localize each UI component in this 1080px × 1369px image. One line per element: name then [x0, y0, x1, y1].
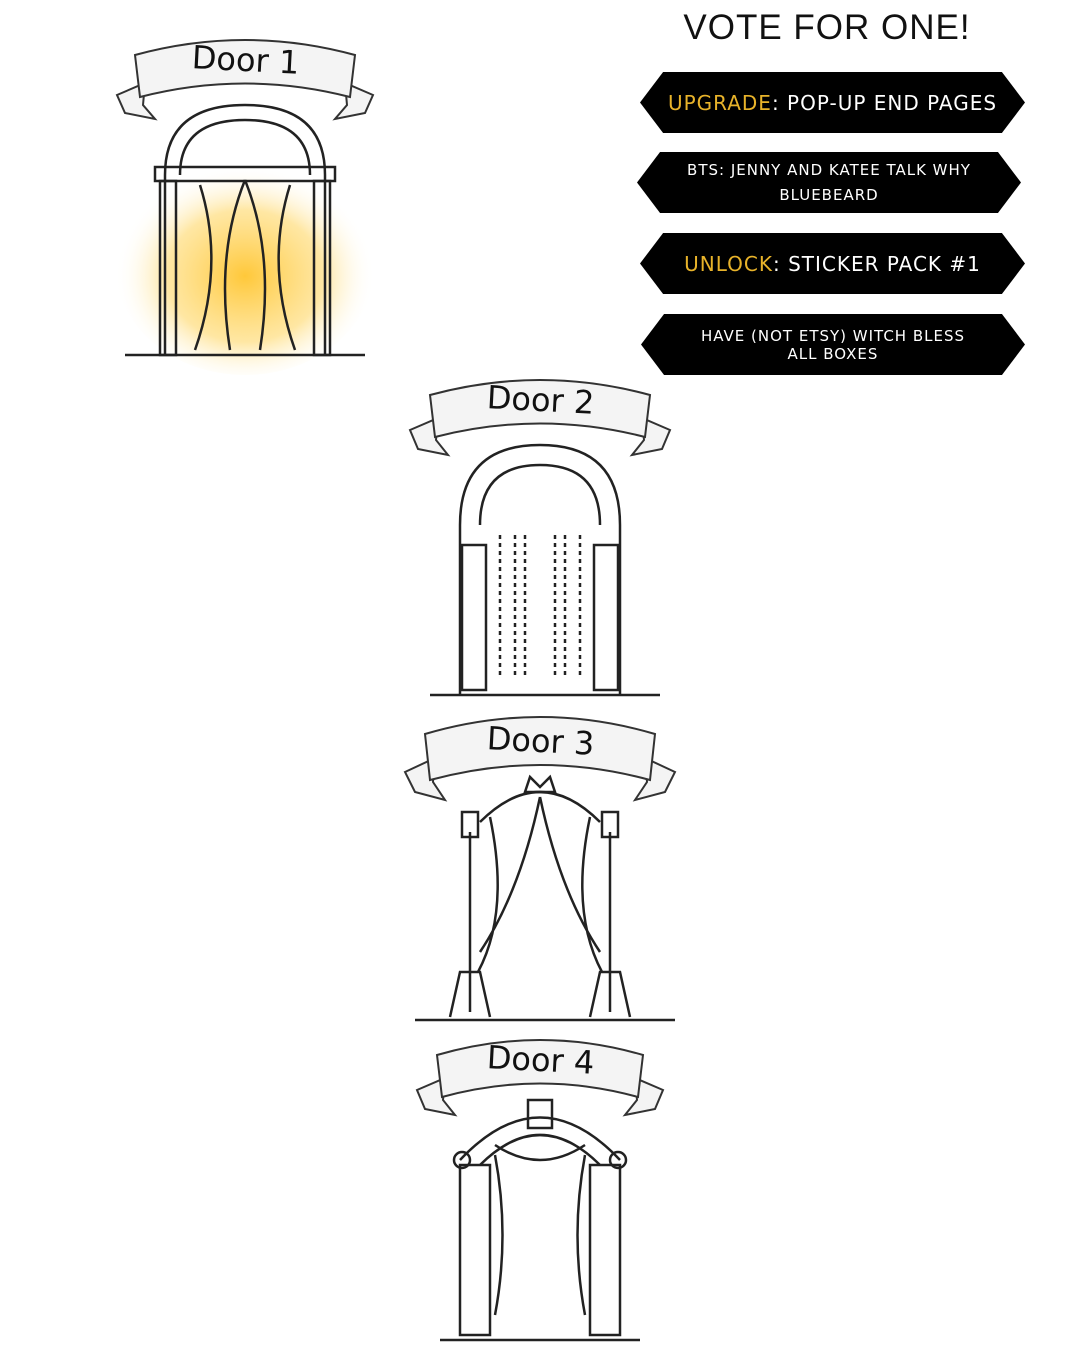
door-4[interactable]: Door 4	[400, 1035, 680, 1365]
arch-icon	[125, 103, 365, 357]
door-label: Door 3	[486, 719, 595, 763]
arch-icon	[430, 443, 660, 697]
option-line1: HAVE (NOT ETSY) WITCH BLESS	[700, 326, 966, 345]
option-bts-button[interactable]: BTS: JENNY AND KATEE TALK WHY BLUEBEARD	[637, 152, 1021, 213]
arch-icon	[415, 774, 675, 1022]
door-label: Door 1	[191, 38, 300, 82]
banner-icon	[408, 379, 672, 457]
vote-heading: VOTE FOR ONE!	[683, 8, 971, 47]
option-line2: ALL BOXES	[787, 344, 879, 363]
arch-icon	[440, 1098, 640, 1342]
door-3[interactable]: Door 3	[400, 712, 680, 1042]
door-label: Door 2	[486, 378, 595, 422]
option-line2: BLUEBEARD	[779, 185, 879, 204]
option-accent: UPGRADE	[667, 90, 772, 115]
door-2-illustration: Door 2	[408, 378, 672, 697]
option-label: : POP-UP END PAGES	[771, 90, 998, 115]
door-3-illustration: Door 3	[403, 716, 677, 1022]
door-1[interactable]: Door 1	[105, 35, 385, 375]
banner-icon	[415, 1039, 665, 1117]
door-1-illustration: Door 1	[115, 38, 375, 375]
option-label: : STICKER PACK #1	[772, 251, 981, 276]
option-unlock-button[interactable]: UNLOCK: STICKER PACK #1	[640, 233, 1025, 294]
door-2[interactable]: Door 2	[400, 375, 680, 705]
option-upgrade-button[interactable]: UPGRADE: POP-UP END PAGES	[640, 72, 1025, 133]
banner-icon	[115, 39, 375, 121]
option-accent: UNLOCK	[684, 251, 773, 276]
door-label: Door 4	[486, 1038, 595, 1082]
glow	[115, 155, 375, 375]
door-4-illustration: Door 4	[415, 1038, 665, 1342]
banner-icon	[403, 716, 677, 802]
option-line1: BTS: JENNY AND KATEE TALK WHY	[687, 160, 971, 179]
